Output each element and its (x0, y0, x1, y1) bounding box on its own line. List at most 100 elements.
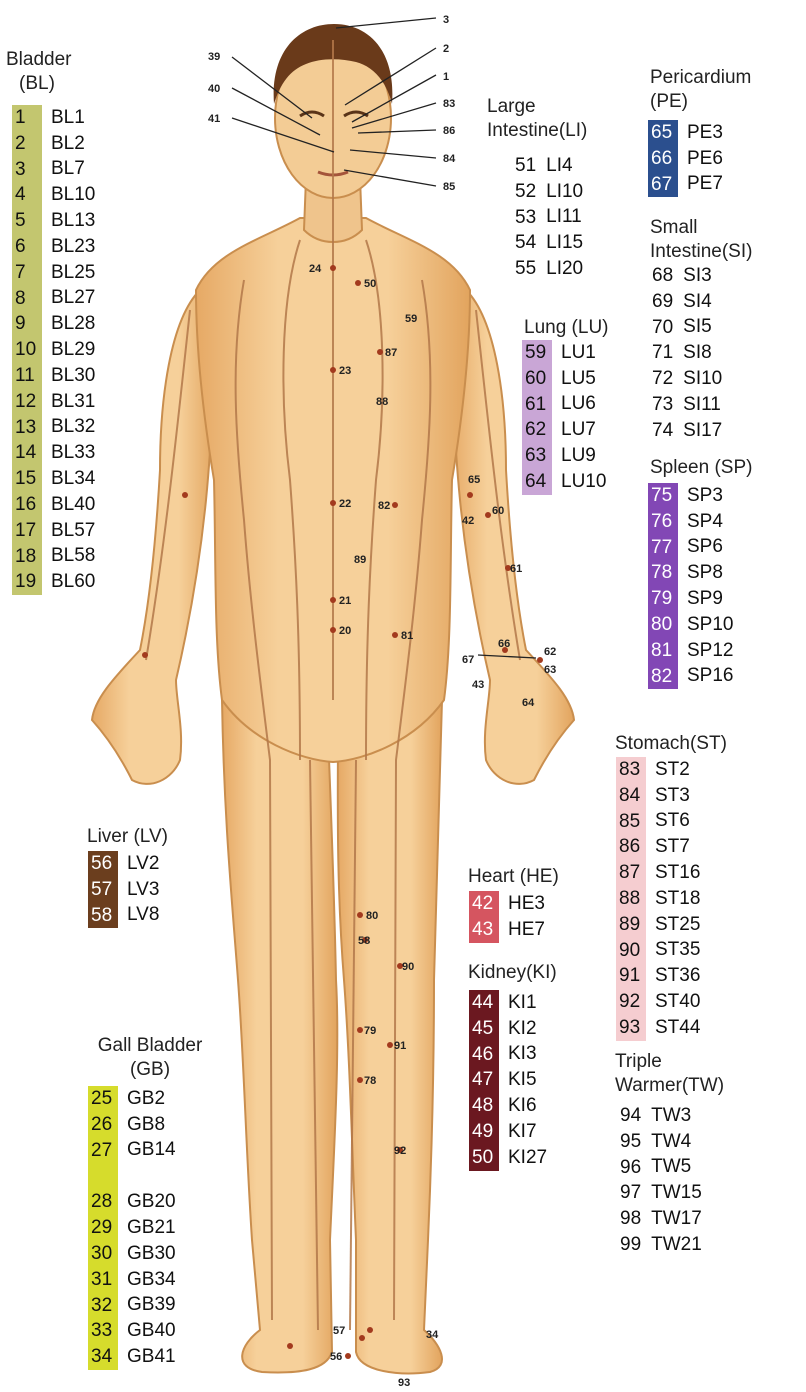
point-number: 42 (469, 891, 499, 917)
small-intestine-item: 73SI11 (652, 392, 722, 418)
point-number: 85 (616, 809, 646, 835)
point-number: 83 (616, 757, 646, 783)
stomach-item: 91ST36 (616, 963, 700, 989)
point-number: 78 (648, 560, 678, 586)
spleen-list: 75SP376SP477SP678SP879SP980SP1081SP1282S… (648, 483, 733, 689)
spleen-title-line: Spleen (SP) (650, 456, 752, 480)
point-number: 3 (12, 157, 42, 183)
point-code: GB40 (118, 1320, 176, 1342)
point-code: PE7 (678, 173, 723, 195)
point-code: TW4 (641, 1131, 691, 1153)
point-code: PE6 (678, 148, 723, 170)
point-code: SP6 (678, 536, 723, 558)
point-code: TW15 (641, 1182, 702, 1204)
point-number: 8 (12, 286, 42, 312)
point-number: 32 (88, 1293, 118, 1319)
point-number: 65 (648, 120, 678, 146)
point-code: SI10 (673, 368, 722, 390)
point-number: 61 (522, 392, 552, 418)
point-code: LU5 (552, 368, 596, 390)
small-intestine-item: 70SI5 (652, 315, 722, 341)
point-code: BL31 (42, 391, 95, 413)
point-label: 80 (366, 910, 378, 922)
point-code: SP16 (678, 665, 733, 687)
point-number: 70 (652, 315, 673, 341)
large-intestine-title: Large Intestine(LI) (487, 95, 587, 143)
point-number: 80 (648, 612, 678, 638)
point-number: 62 (522, 417, 552, 443)
bladder-item: 9BL28 (12, 311, 95, 337)
point-code: TW17 (641, 1208, 702, 1230)
point-code: LU1 (552, 342, 596, 364)
point-number: 19 (12, 569, 42, 595)
point-number: 98 (620, 1206, 641, 1232)
point-code: BL30 (42, 365, 95, 387)
point-number: 91 (616, 963, 646, 989)
point-number: 18 (12, 544, 42, 570)
point-code: ST25 (646, 914, 700, 936)
point-code: BL23 (42, 236, 95, 258)
point-number: 96 (620, 1155, 641, 1181)
point-number: 54 (515, 230, 536, 256)
large-intestine-item: 52LI10 (515, 179, 583, 205)
point-number: 30 (88, 1241, 118, 1267)
point-number: 63 (522, 443, 552, 469)
point-code: SI17 (673, 420, 722, 442)
stomach-item: 84ST3 (616, 783, 700, 809)
point-number: 99 (620, 1232, 641, 1258)
gall-bladder-title-line: (GB) (80, 1058, 220, 1082)
point-label: 79 (364, 1025, 376, 1037)
point-number: 92 (616, 989, 646, 1015)
triple-warmer-item: 96TW5 (620, 1155, 702, 1181)
triple-warmer-title-line: Warmer(TW) (615, 1074, 724, 1098)
point-code: SP3 (678, 485, 723, 507)
point-label: 65 (468, 474, 480, 486)
point-label: 2 (443, 43, 449, 55)
point-code: LV2 (118, 853, 159, 875)
point-label: 61 (510, 563, 522, 575)
spleen-title: Spleen (SP) (650, 456, 752, 480)
point-label: 43 (472, 679, 484, 691)
point-code: BL33 (42, 442, 95, 464)
heart-item: 43HE7 (469, 917, 545, 943)
large-intestine-item: 51LI4 (515, 153, 583, 179)
small-intestine-item: 69SI4 (652, 289, 722, 315)
large-intestine-list: 51LI452LI1053LI1154LI1555LI20 (515, 153, 583, 282)
stomach-item: 87ST16 (616, 860, 700, 886)
point-number: 93 (616, 1015, 646, 1041)
point-code: TW5 (641, 1156, 691, 1178)
bladder-item: 14BL33 (12, 440, 95, 466)
point-label: 87 (385, 347, 397, 359)
bladder-item: 3BL7 (12, 157, 95, 183)
bladder-item: 2BL2 (12, 131, 95, 157)
point-number: 74 (652, 418, 673, 444)
point-number: 28 (88, 1189, 118, 1215)
point-code: ST44 (646, 1017, 700, 1039)
point-code: BL40 (42, 494, 95, 516)
point-code: KI3 (499, 1043, 537, 1065)
liver-item: 56LV2 (88, 851, 159, 877)
point-label: 81 (401, 630, 413, 642)
point-label: 89 (354, 554, 366, 566)
point-number: 12 (12, 389, 42, 415)
point-label: 84 (443, 153, 456, 165)
large-intestine-item: 54LI15 (515, 230, 583, 256)
point-code: LI4 (536, 155, 572, 177)
point-code: BL57 (42, 520, 95, 542)
point-number: 55 (515, 256, 536, 282)
point-code: TW21 (641, 1234, 702, 1256)
point-code: SP12 (678, 640, 733, 662)
point-code: ST3 (646, 785, 690, 807)
